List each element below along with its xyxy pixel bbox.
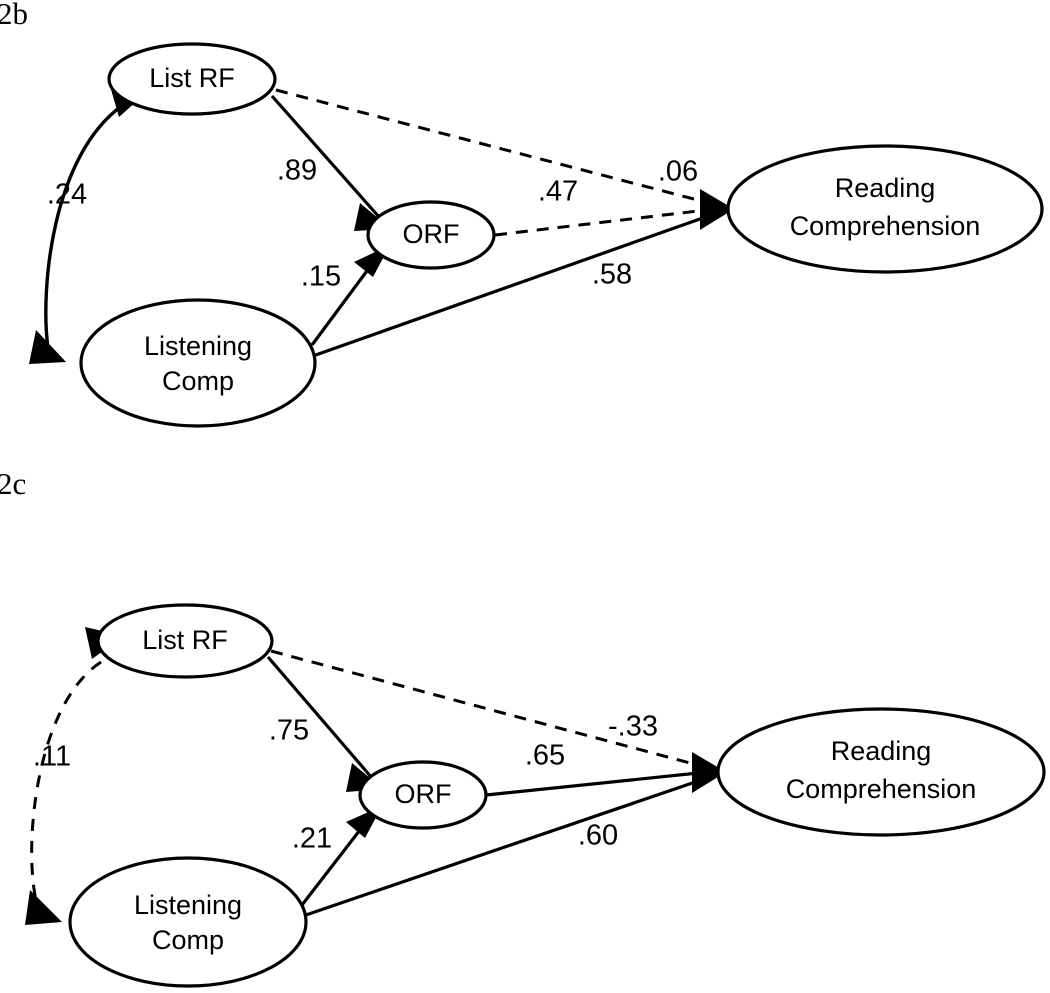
node-ellipse-list-rf-2b [107,42,277,116]
node-ellipse-reading-comprehension-2c [716,707,1046,837]
node-list-rf-2c: List RF [96,603,274,679]
node-label-listening-comp-line1-2c: Listening [134,890,242,920]
node-label-reading-comprehension-line1-2b: Reading [835,173,936,203]
node-orf-2b: ORF [366,200,496,270]
panel-label-2c: 2c [0,466,26,501]
coefficient-label-listeningcomp-orf-2c: .21 [292,823,332,855]
coefficient-label-listrf-readingcomp-2b: .06 [658,156,698,188]
correlation-arrowhead-bottom-2b [29,330,66,364]
panel-2b: 2b .24 .89 .15 .06 .47 .58 [0,0,1044,428]
coefficient-label-listrf-readingcomp-2c: -.33 [608,711,658,743]
node-ellipse-orf-2c [358,760,488,830]
path-orf-to-readingcomp-2b [494,207,716,237]
coefficient-label-listeningcomp-readingcomp-2c: .60 [578,820,618,852]
path-orf-to-readingcomp-2c [485,770,709,797]
node-ellipse-listening-comp-2b [79,298,317,428]
coefficient-label-listeningcomp-readingcomp-2b: .58 [592,259,632,291]
node-label-listening-comp-line1-2b: Listening [144,331,252,361]
path-listrf-to-readingcomp-2c [270,649,706,769]
coefficient-label-orf-readingcomp-2c: .65 [525,740,565,772]
path-listrf-to-orf-2b [270,94,381,219]
node-listening-comp-2b: Listening Comp [79,298,317,428]
correlation-arrowhead-bottom-2c [25,890,62,925]
node-label-list-rf-2c: List RF [142,625,228,655]
node-list-rf-2b: List RF [107,42,277,116]
node-ellipse-list-rf-2c [96,603,274,679]
coefficient-label-listrf-orf-2c: .75 [269,715,309,747]
node-label-list-rf-2b: List RF [149,63,235,93]
node-label-orf-2b: ORF [403,219,460,249]
coefficient-label-correlation-2c: .11 [33,741,71,773]
node-label-reading-comprehension-line2-2c: Comprehension [786,774,977,804]
node-listening-comp-2c: Listening Comp [68,856,308,988]
correlation-curve-2b [44,103,124,349]
coefficient-label-correlation-2b: .24 [47,179,87,211]
node-reading-comprehension-2b: Reading Comprehension [726,144,1044,274]
path-listeningcomp-to-readingcomp-2b [309,212,715,359]
coefficient-label-listeningcomp-orf-2b: .15 [301,261,341,293]
node-label-listening-comp-line2-2b: Comp [162,366,234,396]
coefficient-label-orf-readingcomp-2b: .47 [538,176,578,208]
coefficient-label-listrf-orf-2b: .89 [277,155,317,187]
node-ellipse-reading-comprehension-2b [726,144,1044,274]
node-label-orf-2c: ORF [395,779,452,809]
node-ellipse-orf-2b [366,200,496,270]
path-listrf-to-readingcomp-2b [275,88,714,206]
node-ellipse-listening-comp-2c [68,856,308,988]
node-label-reading-comprehension-line2-2b: Comprehension [790,211,981,241]
arrowhead-into-readingcomp-2c [692,752,726,793]
panel-label-2b: 2b [0,0,28,31]
path-listrf-to-orf-2c [266,655,374,780]
panel-2c: 2c .11 .75 .21 -.33 .65 .60 [0,466,1046,988]
node-label-reading-comprehension-line1-2c: Reading [831,736,932,766]
arrowhead-into-readingcomp-2b [700,189,734,230]
correlation-curve-2c [30,660,102,909]
node-reading-comprehension-2c: Reading Comprehension [716,707,1046,837]
node-label-listening-comp-line2-2c: Comp [152,925,224,955]
node-orf-2c: ORF [358,760,488,830]
path-listeningcomp-to-readingcomp-2c [299,776,708,919]
